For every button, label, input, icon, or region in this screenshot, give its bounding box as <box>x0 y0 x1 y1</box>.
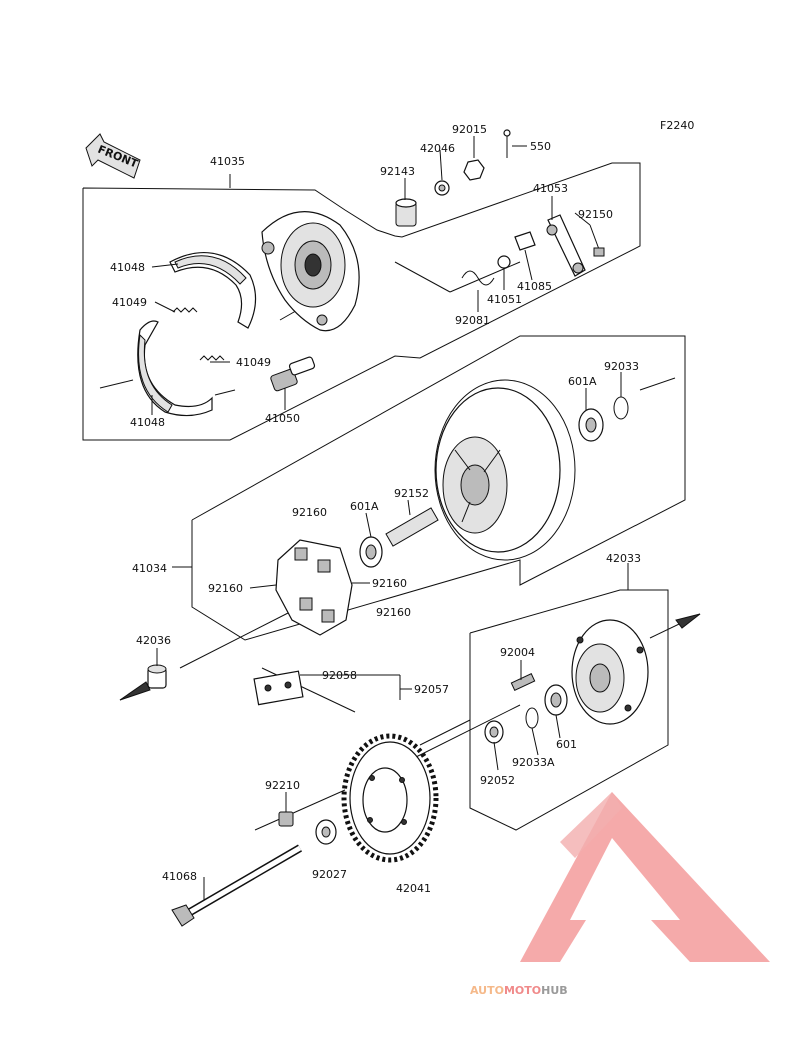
hub-group-outline <box>469 563 669 831</box>
front-arrow-icon: FRONT <box>85 133 141 179</box>
circlip-92033A <box>525 707 539 729</box>
leader-lines <box>151 136 622 900</box>
label-41034: 41034 <box>132 562 167 575</box>
circlip-92033 <box>613 396 629 420</box>
label-42036: 42036 <box>136 634 171 647</box>
label-601A-left: 601A <box>350 500 379 513</box>
seal-41051 <box>497 255 511 269</box>
bolt-92150 <box>589 224 605 257</box>
svg-text:AUTOMOTOHUB: AUTOMOTOHUB <box>470 984 568 997</box>
label-601: 601 <box>556 738 577 751</box>
label-92160-left: 92160 <box>208 582 243 595</box>
label-92160-top: 92160 <box>292 506 327 519</box>
brake-lever-41053 <box>546 214 586 277</box>
watermark-auto: AUTO <box>470 984 504 997</box>
axle-41068 <box>171 844 303 927</box>
label-42041: 42041 <box>396 882 431 895</box>
label-41048-bottom: 41048 <box>130 416 165 429</box>
label-92058: 92058 <box>322 669 357 682</box>
watermark-hub: HUB <box>541 984 568 997</box>
label-92150: 92150 <box>578 208 613 221</box>
part-labels: F2240 41035 92015 550 42046 92143 41053 … <box>110 119 694 895</box>
nut-92015 <box>463 159 485 181</box>
label-92057: 92057 <box>414 683 449 696</box>
bearing-601A-left <box>359 536 383 568</box>
label-92152: 92152 <box>394 487 429 500</box>
brake-shoe-upper <box>169 251 257 329</box>
label-601A-right: 601A <box>568 375 597 388</box>
label-92081: 92081 <box>455 314 490 327</box>
label-92015: 92015 <box>452 123 487 136</box>
label-92052: 92052 <box>480 774 515 787</box>
label-92004: 92004 <box>500 646 535 659</box>
label-41068: 41068 <box>162 870 197 883</box>
collar-42036 <box>147 664 167 689</box>
sprocket-hub-42033 <box>571 619 649 725</box>
brake-springs <box>172 307 225 361</box>
watermark-moto: MOTO <box>504 984 541 997</box>
label-92160-bottom: 92160 <box>376 606 411 619</box>
label-41049-top: 41049 <box>112 296 147 309</box>
label-550: 550 <box>530 140 551 153</box>
cotter-pin-550 <box>503 129 511 158</box>
brake-shoe-lower <box>137 320 213 417</box>
label-92160-right: 92160 <box>372 577 407 590</box>
label-92033: 92033 <box>604 360 639 373</box>
label-42033: 42033 <box>606 552 641 565</box>
center-lines <box>99 377 701 831</box>
sprocket-42041 <box>341 733 439 863</box>
label-41035: 41035 <box>210 155 245 168</box>
bearing-601A-right <box>578 408 604 442</box>
label-92033A: 92033A <box>512 756 555 769</box>
spring-92081 <box>461 270 495 286</box>
spacer-92152 <box>385 507 439 547</box>
label-41051: 41051 <box>487 293 522 306</box>
label-42046: 42046 <box>420 142 455 155</box>
stud-92004 <box>510 673 536 691</box>
label-41048-top: 41048 <box>110 261 145 274</box>
wheel-group-outline <box>172 335 686 641</box>
label-41053: 41053 <box>533 182 568 195</box>
brake-cam <box>270 356 316 392</box>
damper-92160 <box>275 539 353 636</box>
label-41085: 41085 <box>517 280 552 293</box>
watermark-text: AUTOMOTOHUB <box>470 984 568 997</box>
indicator-41085 <box>514 231 536 251</box>
label-92210: 92210 <box>265 779 300 792</box>
label-41049-mid: 41049 <box>236 356 271 369</box>
bearing-601 <box>544 684 568 716</box>
collar-92143 <box>395 198 417 227</box>
watermark-logo <box>520 792 770 962</box>
brake-panel <box>261 211 360 332</box>
nut-92210 <box>278 811 294 827</box>
label-92143: 92143 <box>380 165 415 178</box>
figure-code: F2240 <box>660 119 694 132</box>
wheel-drum <box>434 379 576 561</box>
label-41050: 41050 <box>265 412 300 425</box>
brake-group-outline <box>82 162 641 441</box>
chain-92057 <box>253 667 356 713</box>
label-92027: 92027 <box>312 868 347 881</box>
